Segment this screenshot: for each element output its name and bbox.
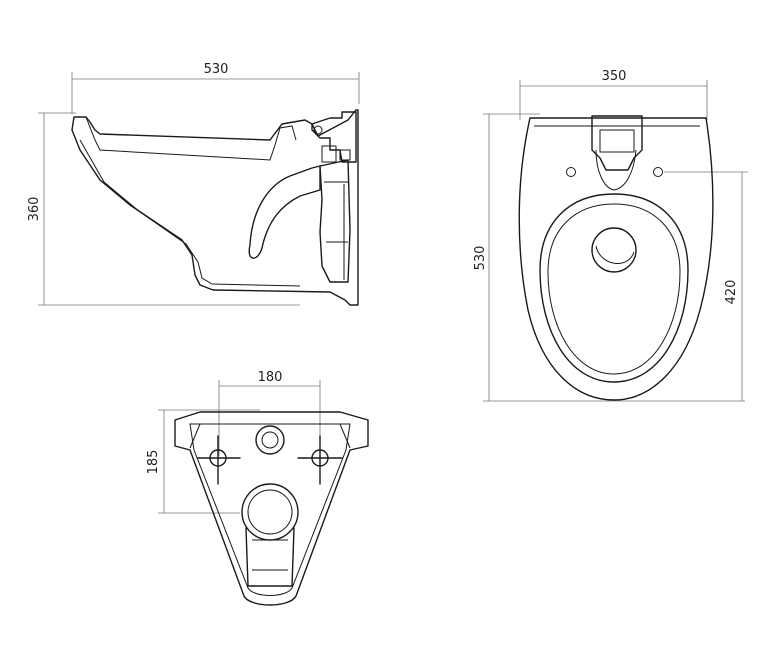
side-view: 530 360: [27, 62, 360, 306]
top-length-label: 530: [473, 246, 488, 271]
side-width-dimension: 530: [71, 62, 360, 114]
back-top-hole-inner: [261, 431, 279, 449]
top-length-dimension: 530: [473, 113, 745, 402]
bowl-side-outline: [71, 109, 359, 306]
back-view: 180 185: [146, 370, 369, 606]
connector-curve: [595, 149, 637, 191]
back-outline: [174, 411, 369, 606]
drain-hole: [591, 227, 637, 273]
back-spacing-label: 180: [258, 370, 283, 385]
back-outlet-neck: [245, 527, 295, 587]
back-outlet: [241, 483, 299, 541]
back-top-hole: [255, 425, 285, 455]
top-width-dimension: 350: [519, 69, 708, 120]
back-edge-left: [189, 423, 201, 449]
back-outlet-inner: [247, 489, 293, 535]
back-height-dimension: 185: [146, 409, 260, 514]
side-width-label: 530: [204, 62, 229, 77]
fixing-hole-left: [566, 167, 576, 177]
side-fitting-2: [339, 149, 351, 161]
bowl-top-outline: [518, 117, 714, 401]
wall-bracket: [311, 111, 357, 163]
side-height-dimension: 360: [27, 112, 300, 306]
seat-inner-ring: [547, 203, 681, 375]
rim-inner-line: [85, 116, 297, 161]
seat-opening: [539, 193, 689, 383]
top-hole-dimension: 420: [664, 171, 748, 401]
back-height-label: 185: [146, 450, 161, 475]
bowl-inner-line: [79, 139, 301, 287]
top-width-label: 350: [602, 69, 627, 84]
top-view: 350 530 420: [473, 69, 748, 402]
connector-inner: [599, 129, 635, 153]
outlet-pipe: [319, 159, 351, 283]
side-height-label: 360: [27, 197, 42, 222]
back-spacing-dimension: 180: [218, 370, 321, 456]
fixing-hole-right: [653, 167, 663, 177]
top-hole-label: 420: [724, 280, 739, 305]
back-edge-right: [339, 423, 351, 449]
back-inner-outline: [189, 423, 351, 596]
drain-inner: [595, 245, 635, 264]
side-bolt: [313, 125, 323, 135]
cistern-connector: [591, 115, 643, 171]
trap-curve: [248, 165, 321, 259]
side-fitting: [321, 145, 337, 163]
